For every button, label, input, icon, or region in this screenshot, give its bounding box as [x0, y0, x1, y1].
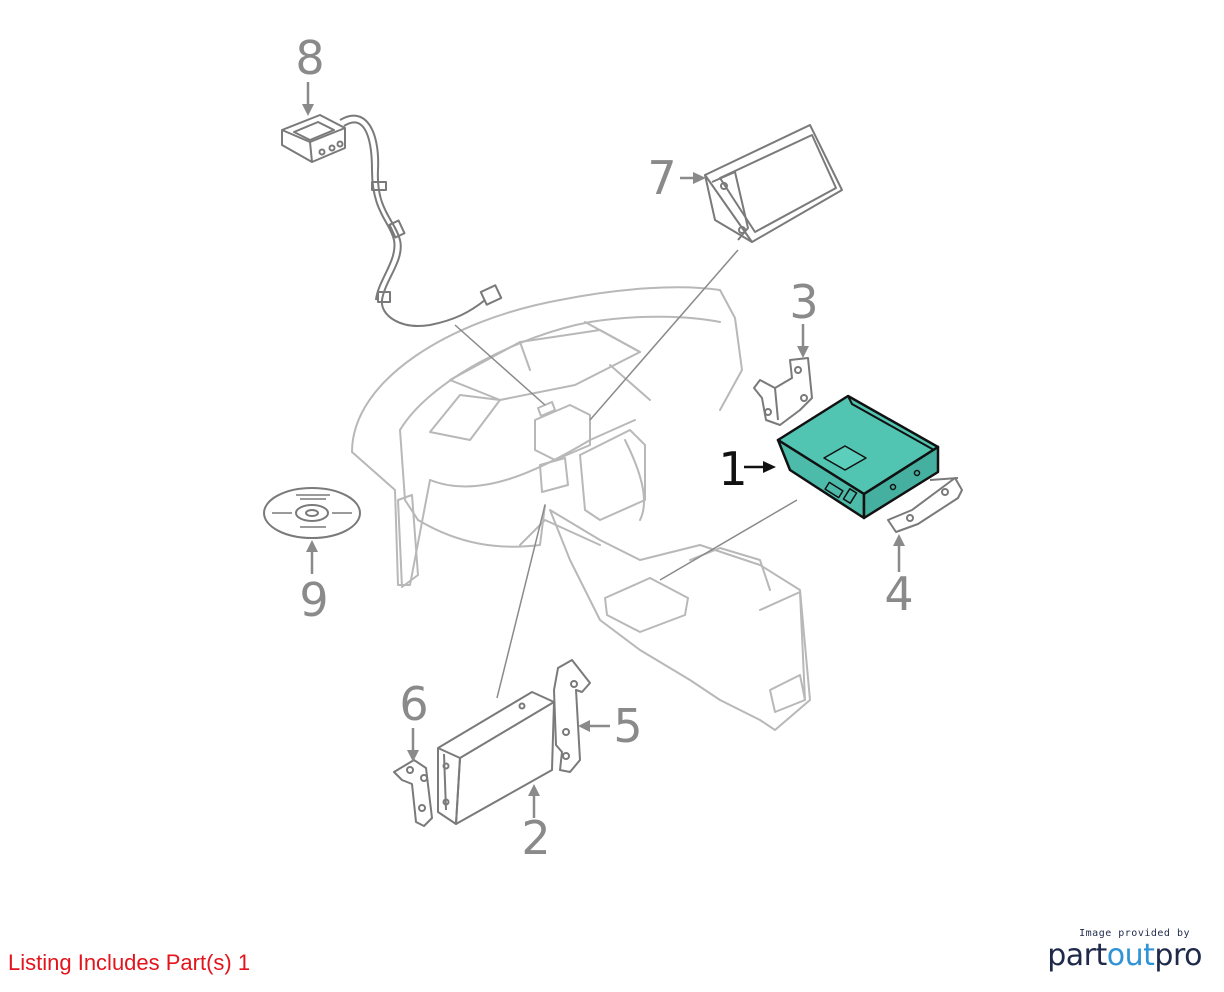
brand-logo-block: Image provided by partoutpro [1047, 928, 1202, 973]
listing-note: Listing Includes Part(s) 1 [8, 950, 251, 975]
part-5-bracket [553, 659, 591, 773]
part-2-module [437, 691, 555, 825]
partoutpro-logo: partoutpro [1047, 939, 1202, 973]
logo-pro: pro [1154, 938, 1202, 973]
logo-part: part [1047, 938, 1107, 973]
callout-7: 7 [647, 151, 676, 205]
leader-lines [454, 249, 798, 699]
callout-5: 5 [613, 699, 642, 753]
part-1-navigation-unit [776, 394, 940, 520]
dashboard-outline [351, 286, 811, 731]
callout-1: 1 [718, 442, 747, 496]
callout-arrow-1 [744, 461, 776, 473]
callout-3: 3 [789, 275, 818, 329]
callout-4: 4 [884, 567, 913, 621]
logo-out: out [1106, 938, 1155, 973]
part-9-disc [263, 487, 361, 539]
callout-8: 8 [295, 31, 324, 85]
part-4-bracket [887, 477, 963, 533]
part-8-antenna [281, 114, 503, 327]
callout-9: 9 [299, 573, 328, 627]
brand-caption: Image provided by [1079, 928, 1190, 939]
part-7-display [704, 124, 843, 243]
callout-6: 6 [399, 677, 428, 731]
callout-2: 2 [521, 811, 550, 865]
part-6-bracket [393, 759, 433, 827]
part-3-bracket [753, 357, 813, 426]
callout-arrows [302, 82, 905, 818]
